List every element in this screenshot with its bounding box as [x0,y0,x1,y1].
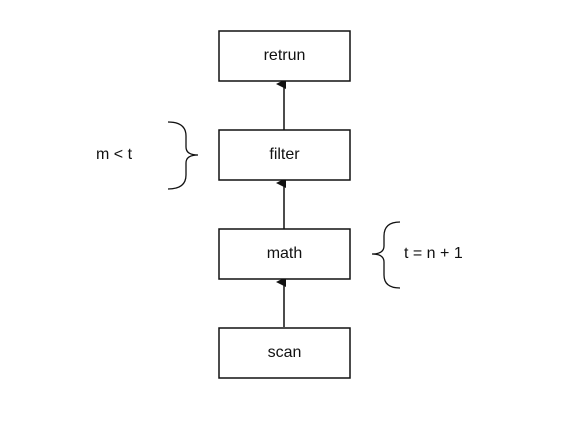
node-math: math [218,228,351,280]
annotation-filter: m < t [96,121,199,190]
node-filter-label: filter [269,146,300,163]
annotation-math: t = n + 1 [371,221,463,289]
node-math-label: math [267,245,303,262]
node-scan: scan [218,327,351,379]
right-brace-icon [371,221,401,289]
annotation-filter-label: m < t [96,146,133,163]
node-scan-label: scan [268,344,302,361]
node-retrun-label: retrun [264,47,306,64]
node-retrun: retrun [218,30,351,82]
annotation-math-label: t = n + 1 [404,245,463,262]
node-filter: filter [218,129,351,181]
left-brace-icon [167,121,199,190]
